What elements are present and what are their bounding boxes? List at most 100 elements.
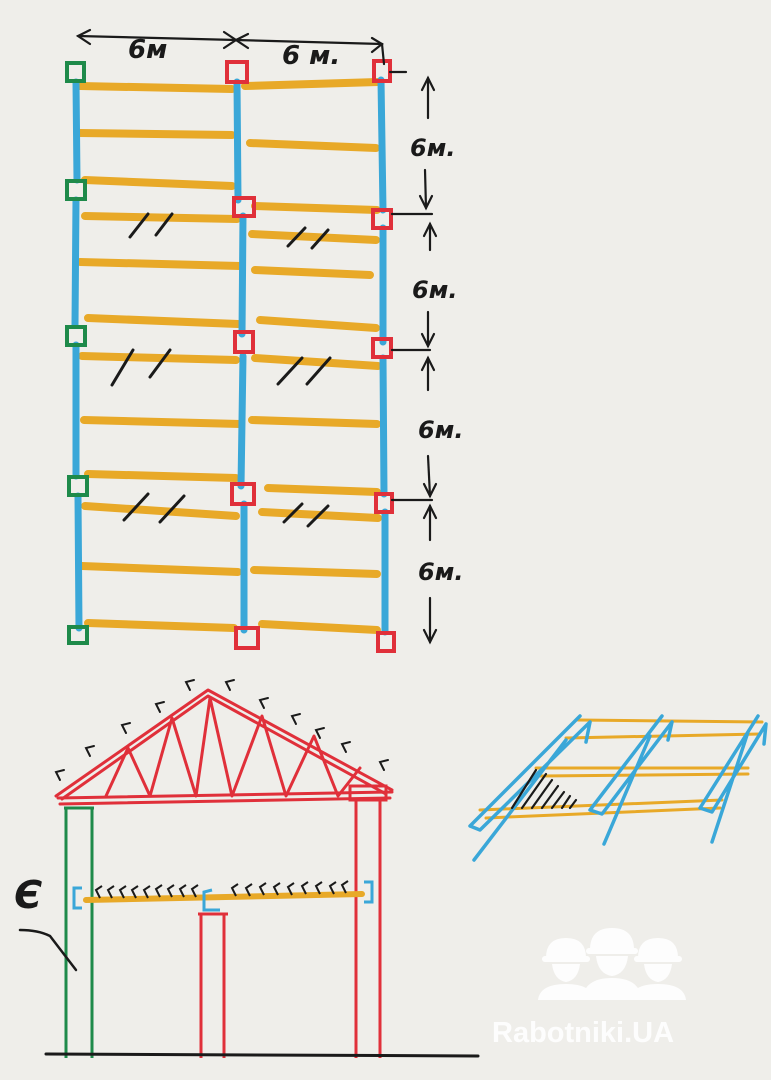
dim-arrow [422, 628, 438, 645]
helmet-icon [590, 928, 634, 950]
worker-body [630, 984, 686, 1000]
joist-profile [258, 882, 267, 896]
purlin-profile [154, 701, 165, 713]
dim-arrow [422, 503, 438, 520]
column-cap [67, 475, 89, 497]
plan-beam [76, 82, 236, 93]
column-right [348, 784, 388, 1058]
column-right-cap [348, 784, 388, 802]
label-leader [18, 928, 78, 972]
top-dim-label-1: 6м [128, 35, 167, 65]
worker-face [552, 964, 580, 982]
side-dim-label-3: 6м. [418, 416, 463, 444]
bracket [202, 888, 220, 912]
purlin-profile [184, 679, 195, 691]
column-cap [376, 631, 396, 653]
plan-girders [71, 76, 389, 636]
plan-beam [264, 484, 381, 496]
purlin-profile [54, 769, 65, 781]
section-label: Є [14, 873, 42, 917]
joist-profile [328, 881, 337, 895]
dim-arrow [418, 194, 434, 211]
watermark-brand: Rabotniki.UA [492, 1017, 674, 1049]
joist-profile [118, 885, 127, 899]
plan-slab-marks [110, 212, 332, 528]
detail-girder-2 [588, 714, 674, 846]
purlin-profile [258, 697, 269, 709]
joist-profile [142, 885, 151, 899]
hatch-line [560, 794, 572, 810]
joist-profile [230, 883, 239, 897]
helmet-icon [546, 938, 586, 958]
dim-line [423, 168, 428, 210]
beam-brackets [72, 880, 374, 912]
dim-arrow [75, 28, 92, 46]
helmet-icon [638, 938, 678, 958]
joist-profile [154, 884, 163, 898]
purlin-profile [120, 722, 131, 734]
slash-mark [286, 226, 307, 248]
slash-mark [282, 502, 304, 524]
slash-mark [158, 494, 186, 524]
worker-helmet-icon [538, 928, 686, 1000]
column-cap [230, 482, 256, 506]
column-cap [371, 208, 393, 230]
dim-tick [380, 42, 386, 66]
joist-profile [130, 885, 139, 899]
top-dim-label-2: 6 м. [282, 41, 340, 71]
truss-top-chord-inner [60, 694, 388, 801]
truss-web [104, 696, 362, 798]
joist-profile [166, 884, 175, 898]
column-cap [234, 626, 260, 650]
joist-profile [300, 881, 309, 895]
purlin-profile [340, 741, 351, 753]
bracket [72, 886, 82, 910]
plan-beam [256, 316, 380, 332]
slash-mark [148, 348, 172, 379]
plan-beam [76, 129, 236, 139]
plan-dimension-lines [75, 28, 438, 645]
plan-beam [78, 562, 242, 576]
plan-girder-middle [233, 78, 248, 634]
purlin-profile [84, 745, 95, 757]
helmet-brim [586, 948, 638, 954]
joist-profile [178, 884, 187, 898]
dim-arrow [422, 221, 438, 238]
purlin-profile [314, 727, 325, 739]
worker-body [582, 978, 642, 1000]
slash-mark [122, 492, 150, 522]
plan-columns-green [65, 61, 89, 645]
column-cap [65, 179, 87, 201]
dim-line [426, 454, 432, 498]
detail-purlin [576, 718, 764, 724]
plan-columns-red [225, 59, 396, 653]
joist-profile [314, 881, 323, 895]
joist-profile [286, 882, 295, 896]
plan-beam [250, 566, 381, 578]
plan-beam [80, 416, 244, 428]
helmet-brim [634, 956, 682, 962]
side-dim-label-4: 6м. [418, 558, 463, 586]
plan-beam [241, 78, 382, 90]
detail-view [468, 714, 768, 862]
slash-mark [128, 212, 150, 239]
purlin-profile [378, 759, 389, 771]
plan-beam [258, 620, 381, 634]
side-dim-label-1: 6м. [410, 134, 455, 162]
section-columns [64, 784, 388, 1058]
column-cap [233, 330, 255, 354]
column-middle [198, 912, 228, 1058]
inner-floor-joists [94, 880, 349, 899]
detail-girders [468, 714, 768, 862]
plan-beam [84, 470, 240, 482]
plan-beam [81, 502, 240, 520]
ground-line [44, 1052, 480, 1058]
plan-girder-left [71, 78, 83, 632]
column-cap [371, 337, 393, 359]
slash-mark [110, 348, 135, 387]
roof-purlins [54, 679, 389, 781]
joist-profile [94, 885, 103, 899]
plan-beam [251, 354, 382, 370]
hatch-line [550, 790, 566, 810]
